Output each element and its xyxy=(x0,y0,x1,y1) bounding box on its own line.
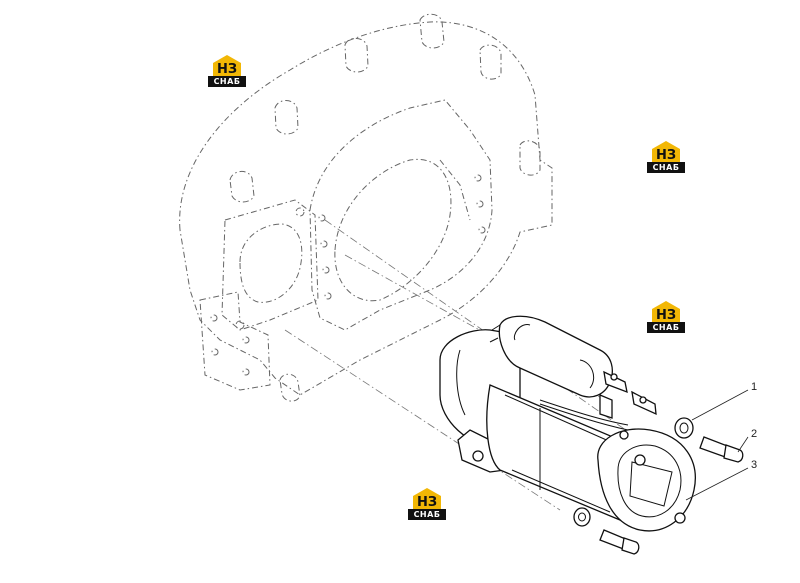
callout-1: 1 xyxy=(751,381,757,393)
washer-lower xyxy=(573,507,591,527)
bolt-upper xyxy=(699,436,744,463)
callout-leaders xyxy=(685,389,749,501)
house-logo-icon: НЗ xyxy=(213,55,241,76)
svg-text:НЗ: НЗ xyxy=(656,308,676,322)
starter-motor xyxy=(439,315,696,532)
callout-2: 2 xyxy=(751,428,757,440)
watermark-logo: НЗ СНАБ xyxy=(408,487,446,521)
logo-caption: СНАБ xyxy=(408,509,446,520)
svg-text:НЗ: НЗ xyxy=(217,62,237,76)
house-logo-icon: НЗ xyxy=(413,488,441,509)
washer-upper xyxy=(674,417,694,439)
logo-caption: СНАБ xyxy=(647,322,685,333)
watermark-logo: НЗ СНАБ xyxy=(647,300,685,334)
svg-text:НЗ: НЗ xyxy=(417,495,437,509)
bolt-lower xyxy=(599,529,640,555)
logo-caption: СНАБ xyxy=(647,162,685,173)
house-logo-icon: НЗ xyxy=(652,301,680,322)
house-logo-icon: НЗ xyxy=(652,141,680,162)
flywheel-housing-phantom xyxy=(179,13,553,402)
watermark-logo: НЗ СНАБ xyxy=(208,54,246,88)
logo-caption: СНАБ xyxy=(208,76,246,87)
svg-text:НЗ: НЗ xyxy=(656,148,676,162)
watermark-logo: НЗ СНАБ xyxy=(647,140,685,174)
callout-3: 3 xyxy=(751,459,757,471)
